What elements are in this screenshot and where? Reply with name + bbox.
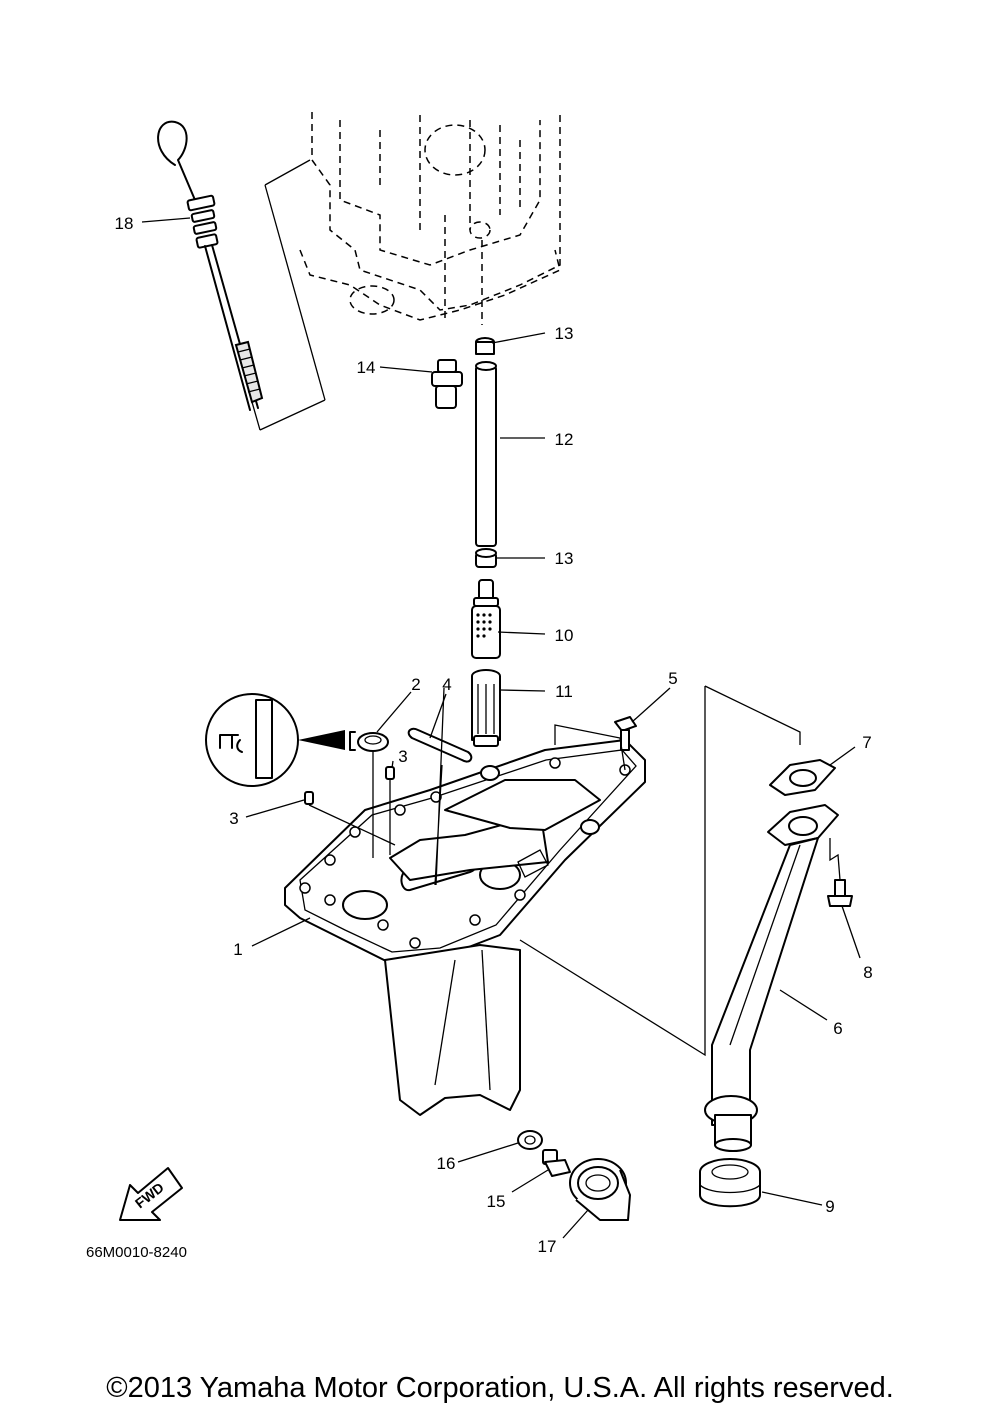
callout-16: 16 bbox=[437, 1154, 456, 1173]
bolt-8-guide bbox=[829, 838, 841, 881]
callout-15: 15 bbox=[487, 1192, 506, 1211]
oil-seal-detail-icon bbox=[205, 693, 356, 787]
gasket-7 bbox=[769, 759, 836, 796]
bolt-leader-frame bbox=[554, 724, 626, 771]
callout-labels: 1 2 3 3 4 5 6 7 8 9 10 11 12 13 13 14 15… bbox=[115, 214, 873, 1256]
dowel-pin bbox=[304, 791, 314, 805]
callout-9: 9 bbox=[825, 1197, 834, 1216]
drain-bolt bbox=[542, 1149, 571, 1177]
copyright-notice: ©2013 Yamaha Motor Corporation, U.S.A. A… bbox=[106, 1372, 894, 1404]
callout-6: 6 bbox=[833, 1019, 842, 1038]
gasket-4 bbox=[407, 727, 473, 763]
callout-12: 12 bbox=[555, 430, 574, 449]
oil-pan bbox=[284, 739, 646, 1116]
strainer-cup bbox=[471, 669, 501, 747]
callout-13a: 13 bbox=[555, 324, 574, 343]
callout-4: 4 bbox=[442, 675, 451, 694]
exhaust-pipe bbox=[704, 804, 839, 1152]
callout-11: 11 bbox=[555, 682, 573, 701]
oil-strainer bbox=[471, 579, 501, 659]
callout-14: 14 bbox=[357, 358, 376, 377]
callout-2: 2 bbox=[411, 675, 420, 694]
fwd-arrow-icon: FWD bbox=[119, 1167, 183, 1221]
assembly-guide-lines bbox=[308, 687, 445, 886]
dipstick-leader-frame bbox=[239, 159, 326, 431]
dowel-pin bbox=[385, 766, 395, 780]
grommet-17 bbox=[569, 1158, 631, 1221]
callout-7: 7 bbox=[862, 733, 871, 752]
callout-5: 5 bbox=[668, 669, 677, 688]
callout-leaders bbox=[141, 217, 861, 1239]
callout-3a: 3 bbox=[398, 747, 407, 766]
exhaust-leader-frame bbox=[519, 685, 801, 1057]
callout-13b: 13 bbox=[555, 549, 574, 568]
callout-10: 10 bbox=[555, 626, 574, 645]
drain-gasket bbox=[517, 1130, 543, 1150]
seal-9 bbox=[699, 1158, 761, 1208]
oil-seal bbox=[357, 732, 389, 752]
engine-block-outline bbox=[299, 112, 561, 325]
callout-18: 18 bbox=[115, 214, 134, 233]
callout-1: 1 bbox=[233, 940, 242, 959]
pipe-assembly bbox=[475, 337, 497, 568]
dipstick bbox=[157, 120, 264, 411]
callout-17: 17 bbox=[538, 1237, 557, 1256]
fitting-14 bbox=[431, 359, 463, 409]
diagram-code: 66M0010-8240 bbox=[86, 1244, 187, 1261]
callout-8: 8 bbox=[863, 963, 872, 982]
bolt-8 bbox=[827, 879, 853, 907]
bolt-5 bbox=[614, 716, 637, 751]
callout-3b: 3 bbox=[229, 809, 238, 828]
